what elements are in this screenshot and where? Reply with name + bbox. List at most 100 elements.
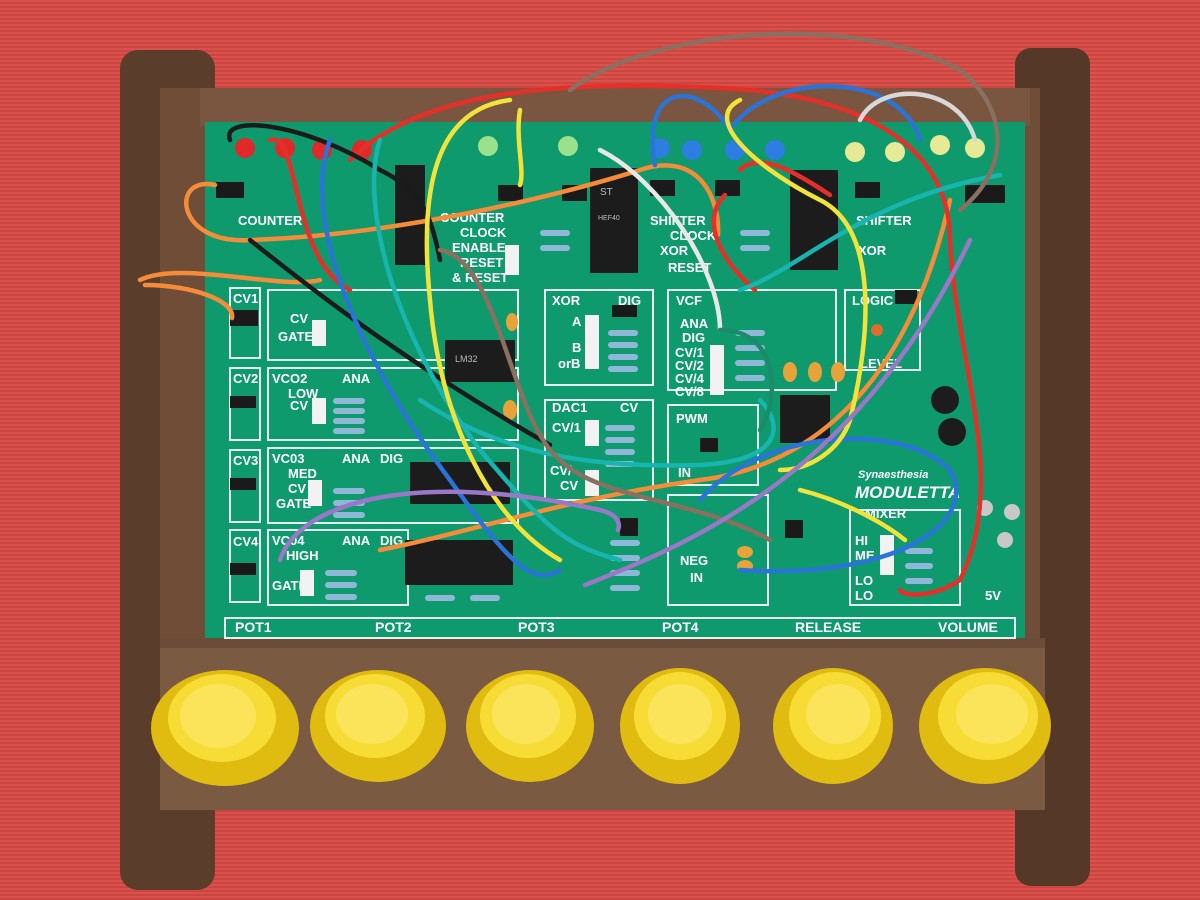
vco4-gate-label: GATE [272, 578, 307, 593]
cv1-label: CV1 [233, 291, 258, 306]
dac-input-1: CV/1 [552, 420, 581, 435]
cable-yellow-3 [724, 97, 868, 473]
pot1-label: POT1 [235, 619, 272, 635]
led-green-2 [558, 136, 578, 156]
pot2-knob[interactable] [310, 670, 446, 782]
brand-label: Synaesthesia [858, 469, 928, 481]
header-sockets [216, 180, 1005, 575]
ic-shift-register [590, 168, 638, 273]
cable-purple [277, 489, 622, 563]
xor-orb-label: orB [558, 356, 580, 371]
counter-enable-label: ENABLE [452, 240, 506, 255]
xor-title: XOR [552, 293, 581, 308]
pwm-title: PWM [676, 411, 708, 426]
cable-green [717, 327, 775, 433]
in-label: IN [690, 570, 703, 585]
vco2-range-label: LOW [288, 386, 319, 401]
mixer-title: MIXER [865, 506, 907, 521]
standoff-screw-3 [997, 532, 1013, 548]
neg-label: NEG [680, 553, 708, 568]
resistors [325, 230, 933, 601]
shifter2-xor-label: XOR [858, 243, 887, 258]
cv4-label: CV4 [233, 534, 259, 549]
cable-blue [320, 137, 563, 578]
vco4-ana-label: ANA [342, 533, 371, 548]
cv2-label: CV2 [233, 371, 258, 386]
cable-brown-2 [437, 247, 773, 543]
vco3-gate-label: GATE [276, 496, 311, 511]
cable-brown [567, 31, 1000, 213]
ic-st-mark: ST [600, 187, 613, 198]
electrolytic-cap-2 [938, 418, 966, 446]
knob-panel-shadow [160, 638, 1045, 648]
counter-title: COUNTER [238, 213, 303, 228]
cable-teal-2 [417, 397, 776, 468]
cable-white [597, 147, 723, 333]
vcf-cv4-label: CV/4 [675, 371, 705, 386]
pot2-label: POT2 [375, 619, 412, 635]
led-red-1 [235, 138, 255, 158]
vco4-range-label: HIGH [286, 548, 319, 563]
cable-grey [857, 91, 978, 143]
shifter1-clock-label: CLOCK [670, 228, 717, 243]
cable-yellow-2 [516, 107, 524, 188]
led-yellow-4 [965, 138, 985, 158]
vco3-dig-label: DIG [380, 451, 403, 466]
ic-vco-4 [405, 540, 513, 585]
vco1-cv-label: CV [290, 311, 308, 326]
vco2-ana-label: ANA [342, 371, 371, 386]
pot4-knob[interactable] [620, 668, 740, 784]
cable-yellow-4 [797, 487, 908, 543]
vcf-title: VCF [676, 293, 702, 308]
pot1-knob[interactable] [151, 670, 299, 786]
cable-purple-2 [582, 237, 973, 588]
cable-red-4 [711, 192, 758, 293]
cable-orange [184, 163, 721, 243]
vco2-label: VCO2 [272, 371, 307, 386]
cable-black-2 [247, 237, 553, 448]
ic-hef-mark: HEF40 [598, 215, 620, 222]
volume-knob[interactable] [919, 668, 1051, 784]
xor-b-label: B [572, 340, 581, 355]
led-logic [871, 324, 883, 336]
pwm-in-label: IN [678, 465, 691, 480]
mixer-lo-label: LO [855, 573, 873, 588]
pot4-label: POT4 [662, 619, 699, 635]
led-yellow-3 [930, 135, 950, 155]
vco3-ana-label: ANA [342, 451, 371, 466]
led-yellow-1 [845, 142, 865, 162]
cable-orange-3 [142, 282, 235, 321]
vco3-label: VC03 [272, 451, 305, 466]
xor-dig-label: DIG [618, 293, 641, 308]
pot3-label: POT3 [518, 619, 555, 635]
silkscreen-labels: CV1 CV2 CV3 CV4 VCO2 VC03 VC04 LOW MED H… [233, 210, 1001, 635]
volume-label: VOLUME [938, 619, 998, 635]
vco3-range-label: MED [288, 466, 317, 481]
release-knob[interactable] [773, 668, 893, 784]
counter-clock-label: CLOCK [460, 225, 507, 240]
electrolytic-cap-1 [931, 386, 959, 414]
cable-teal-3 [737, 172, 1003, 293]
led-yellow-2 [885, 142, 905, 162]
capacitors [503, 313, 1020, 572]
knob-panel [160, 638, 1045, 810]
shifter1-xor-label: XOR [660, 243, 689, 258]
led-blue-4 [765, 140, 785, 160]
product-label: MODULETTA [855, 483, 960, 502]
dac-input-3: CV [560, 478, 578, 493]
vcf-cv2-label: CV/2 [675, 358, 704, 373]
counter-reset-label: RESET [460, 255, 503, 270]
dac-cv-label: CV [620, 400, 638, 415]
ic-pwm [780, 395, 830, 443]
dac-title: DAC1 [552, 400, 587, 415]
cable-red-3 [737, 160, 833, 198]
release-label: RELEASE [795, 619, 861, 635]
cable-orange-4 [377, 197, 953, 553]
vcf-cv1-label: CV/1 [675, 345, 704, 360]
cable-red-2 [267, 137, 353, 293]
mixer-lo2-label: LO [855, 588, 873, 603]
cable-yellow [424, 97, 563, 563]
five-volt-label: 5V [985, 588, 1001, 603]
vcf-dig-label: DIG [682, 330, 705, 345]
pot3-knob[interactable] [466, 670, 594, 782]
